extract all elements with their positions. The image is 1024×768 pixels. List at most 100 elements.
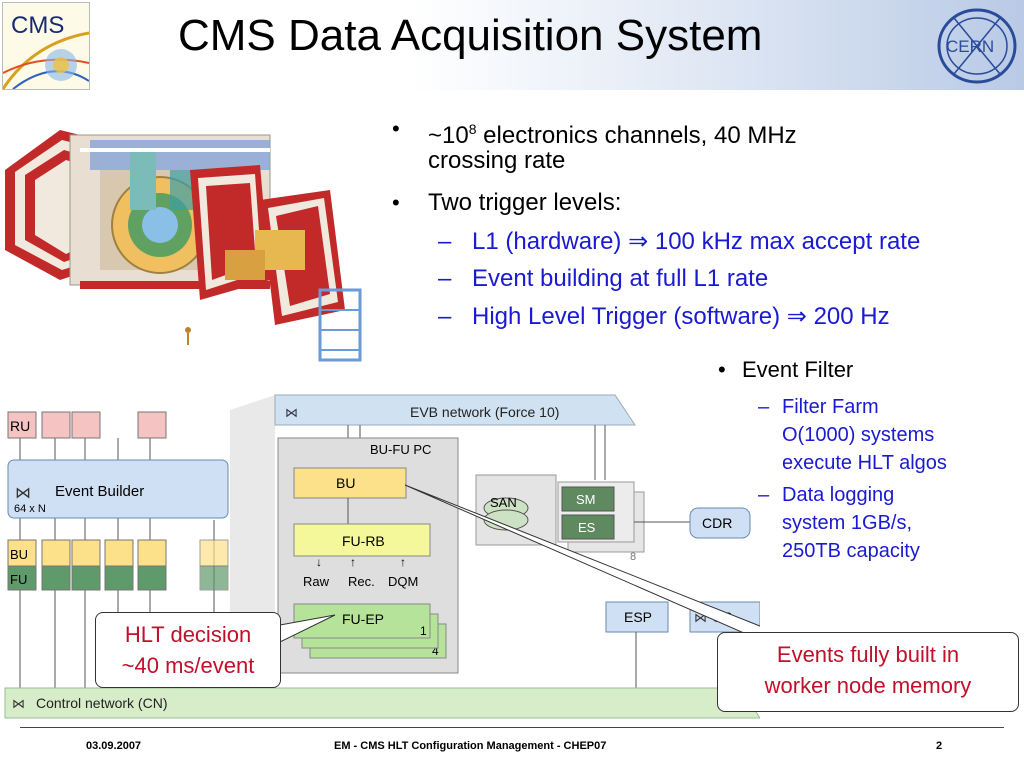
raw-label: Raw xyxy=(303,574,330,589)
ru-row: RU xyxy=(7,411,167,439)
bu-label: BU xyxy=(10,547,28,562)
esp-label: ESP xyxy=(624,609,652,625)
cern-logo: CERN xyxy=(934,4,1020,88)
up-arrow-icon: ↑ xyxy=(350,555,356,569)
dash-marker: – xyxy=(758,396,770,418)
channels-rest: electronics channels, 40 MHz xyxy=(476,122,797,149)
ru-box xyxy=(137,411,167,439)
es-label: ES xyxy=(578,520,596,535)
header-bar xyxy=(0,0,1024,90)
ru-box xyxy=(7,411,37,439)
fu-label: FU xyxy=(10,572,27,587)
farm-line: execute HLT algos xyxy=(782,452,947,474)
fu-cell xyxy=(104,565,134,591)
implies-arrow-icon: ⇒ xyxy=(628,228,649,255)
bu-cell xyxy=(104,539,134,567)
dash-marker: – xyxy=(438,228,452,255)
bullet-marker: • xyxy=(718,357,726,382)
trigger-levels-text: Two trigger levels: xyxy=(428,189,622,216)
subbullet-event-building: – Event building at full L1 rate xyxy=(438,264,768,294)
channels-count-base: ~10 xyxy=(428,122,469,149)
subbullet-l1: – L1 (hardware) ⇒ 100 kHz max accept rat… xyxy=(438,227,920,257)
ru-box xyxy=(41,411,71,439)
channels-exponent: 8 xyxy=(468,121,477,137)
hlt-callout-line: ~40 ms/event xyxy=(121,653,255,678)
implies-arrow-icon: ⇒ xyxy=(786,303,807,330)
dash-marker: – xyxy=(758,484,770,506)
bu-cell xyxy=(7,539,37,567)
farm-line: O(1000) systems xyxy=(782,424,935,446)
bullet-channels: • ~108 electronics channels, 40 MHz xyxy=(392,114,797,149)
fu-ep-index-front: 1 xyxy=(420,624,427,638)
bu-cell xyxy=(137,539,167,567)
evb-network-label: EVB network (Force 10) xyxy=(410,404,559,420)
network-switch-icon: ⋈ xyxy=(15,485,31,502)
bu-fu-pc-box: BU-FU PC BU FU-RB ↓ ↑ ↑ Raw Rec. DQM 4 F… xyxy=(277,437,459,674)
fu-cell xyxy=(199,565,229,591)
control-network-bar: ⋈ Control network (CN) xyxy=(4,687,761,719)
event-filter-item-logging: – Data logging system 1GB/s, 250TB capac… xyxy=(758,481,920,562)
up-arrow-icon: ↓ xyxy=(316,555,322,569)
fu-cell xyxy=(41,565,71,591)
bu-cell xyxy=(71,539,101,567)
detector-scaffolding xyxy=(185,288,362,362)
cms-logo: CMS xyxy=(2,2,90,90)
ru-label: RU xyxy=(10,418,30,434)
events-callout-line: worker node memory xyxy=(764,673,972,698)
hlt-callout-line: HLT decision xyxy=(124,622,252,647)
dash-marker: – xyxy=(438,303,452,330)
bu-box-label: BU xyxy=(336,475,355,491)
evb-network-bar: ⋈ EVB network (Force 10) xyxy=(274,394,636,426)
rec-label: Rec. xyxy=(348,574,375,589)
page-title: CMS Data Acquisition System xyxy=(178,11,763,60)
logging-line: 250TB capacity xyxy=(782,540,920,562)
event-builder-box: ⋈ Event Builder 64 x N xyxy=(7,459,229,519)
events-built-callout: Events fully built in worker node memory xyxy=(717,632,1019,712)
sm-count: 8 xyxy=(630,551,636,563)
event-filter-item-farm: – Filter Farm O(1000) systems execute HL… xyxy=(758,393,947,474)
hlt-text-before: High Level Trigger (software) xyxy=(472,303,787,330)
fu-cell xyxy=(137,565,167,591)
bullet-channels-line2: crossing rate xyxy=(428,147,566,174)
hlt-decision-callout: HLT decision ~40 ms/event xyxy=(95,612,281,688)
san-label: SAN xyxy=(490,495,517,510)
cdr-box xyxy=(689,507,751,539)
footer-date: 03.09.2007 xyxy=(86,740,142,752)
fu-cell xyxy=(7,565,37,591)
dash-marker: – xyxy=(438,265,452,292)
l1-text-before: L1 (hardware) xyxy=(472,228,629,255)
event-filter-heading-text: Event Filter xyxy=(742,357,854,382)
esp-box xyxy=(605,601,669,633)
bullet-trigger-levels: • Two trigger levels: xyxy=(392,188,621,218)
bu-fu-pc-label: BU-FU PC xyxy=(370,442,431,457)
event-filter-heading: • Event Filter xyxy=(718,356,853,384)
es-box xyxy=(561,514,615,540)
fu-cell xyxy=(71,565,101,591)
sm-label: SM xyxy=(576,492,596,507)
event-building-text: Event building at full L1 rate xyxy=(472,265,769,292)
footer-divider xyxy=(20,727,1004,728)
fu-rb-label: FU-RB xyxy=(342,533,385,549)
logging-line: Data logging xyxy=(782,484,895,506)
bullet-channels-text: ~108 electronics channels, 40 MHz xyxy=(428,114,797,151)
bu-fu-columns: BU FU xyxy=(7,539,229,591)
footer-page-number: 2 xyxy=(936,740,943,752)
bu-cell xyxy=(41,539,71,567)
bu-box xyxy=(293,467,407,499)
event-builder-label: Event Builder xyxy=(55,483,144,500)
dqm-label: DQM xyxy=(388,574,418,589)
subbullet-hlt: – High Level Trigger (software) ⇒ 200 Hz xyxy=(438,302,890,332)
events-callout-line: Events fully built in xyxy=(776,642,960,667)
cms-detector-image xyxy=(0,110,385,370)
l1-text-after: 100 kHz max accept rate xyxy=(648,228,921,255)
network-switch-icon: ⋈ xyxy=(285,405,298,420)
fu-rb-box xyxy=(293,523,431,557)
network-switch-icon: ⋈ xyxy=(12,696,25,711)
hlt-text-after: 200 Hz xyxy=(806,303,890,330)
cern-logo-text: CERN xyxy=(946,37,994,56)
sm-box xyxy=(561,486,615,512)
cdr-label: CDR xyxy=(702,515,732,531)
bullet-marker: • xyxy=(392,116,400,141)
fu-ep-index-back: 4 xyxy=(432,644,439,658)
control-network-label: Control network (CN) xyxy=(36,695,167,711)
